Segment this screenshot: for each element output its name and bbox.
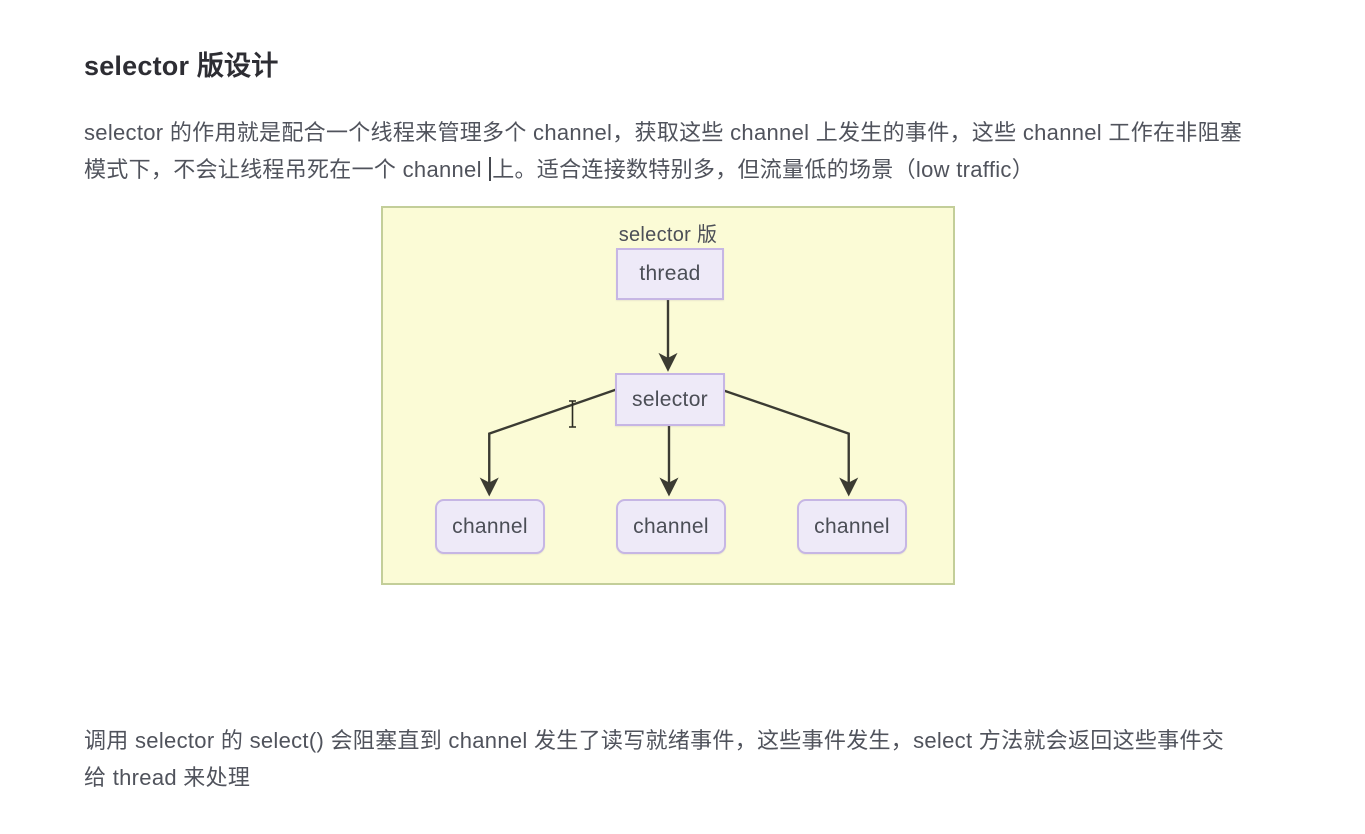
text-caret	[489, 157, 492, 181]
intro-paragraph-text-after-caret: 上。适合连接数特别多，但流量低的场景（low traffic）	[492, 157, 1035, 182]
outro-paragraph[interactable]: 调用 selector 的 select() 会阻塞直到 channel 发生了…	[84, 728, 1225, 790]
diagram-node-thread: thread	[616, 248, 724, 300]
diagram-title: selector 版	[618, 224, 718, 246]
intro-paragraph-text-before-caret: selector 的作用就是配合一个线程来管理多个 channel，获取这些 c…	[84, 120, 1243, 182]
diagram-node-channel-2: channel	[616, 499, 726, 554]
diagram-node-channel-3: channel	[797, 499, 907, 554]
edge-selector-to-channel-1	[479, 387, 618, 497]
intro-paragraph[interactable]: selector 的作用就是配合一个线程来管理多个 channel，获取这些 c…	[84, 114, 1244, 188]
selector-architecture-diagram: selector 版 thread selector channel chann…	[381, 206, 955, 585]
diagram-node-selector: selector	[615, 373, 725, 426]
diagram-node-channel-1: channel	[435, 499, 545, 554]
edge-selector-to-channel-3	[719, 387, 859, 497]
page-title: selector 版设计	[84, 51, 279, 82]
